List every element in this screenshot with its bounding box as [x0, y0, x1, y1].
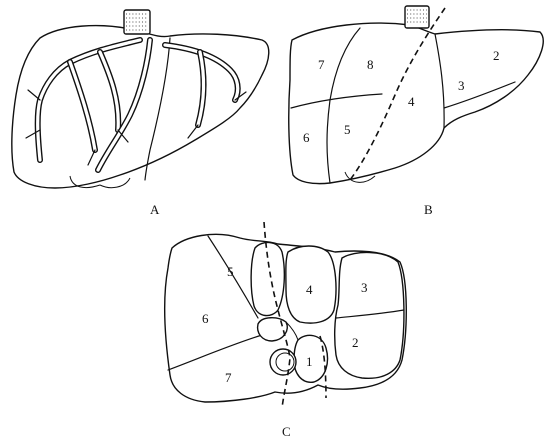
panel-c-segment-3: 3 [361, 280, 368, 295]
panel-c-vena-cava [269, 348, 297, 376]
panel-c-caudate-1 [293, 334, 329, 383]
panel-b-liver-outline [288, 22, 544, 185]
panel-c-segment-7: 7 [225, 370, 232, 385]
panel-a-vena-cava [123, 9, 151, 35]
panel-a-liver-outline [11, 24, 270, 189]
panel-c-segment-4: 4 [306, 282, 313, 297]
panel-b-segment-6: 6 [303, 130, 310, 145]
panel-c-label: C [282, 424, 291, 439]
panel-b-vena-cava [404, 5, 430, 29]
panel-a-drawing [11, 9, 270, 189]
panel-b-dashed-line [349, 7, 446, 181]
panel-b-segment-2: 2 [493, 48, 500, 63]
panel-c-segment-2: 2 [352, 335, 359, 350]
panel-b-segment-3: 3 [458, 78, 465, 93]
panel-c-segment-6: 6 [202, 311, 209, 326]
panel-c-dashed-line-left [263, 221, 291, 409]
panel-a-label: A [150, 202, 160, 217]
panel-b-segment-8: 8 [367, 57, 374, 72]
panel-c-segment-5: 5 [227, 264, 234, 279]
panel-b-drawing [288, 5, 544, 185]
panel-c-left-lobe [333, 251, 405, 379]
panel-b-label: B [424, 202, 433, 217]
panel-c-drawing [163, 221, 407, 409]
panel-b-segment-4: 4 [408, 94, 415, 109]
panel-c-segment-1: 1 [306, 354, 313, 369]
panel-c-lobe-4 [285, 245, 337, 324]
panel-b-segment-5: 5 [344, 122, 351, 137]
panel-c-bulb-5 [250, 241, 286, 317]
panel-c-caudate-process [256, 317, 288, 342]
panel-b-segment-7: 7 [318, 57, 325, 72]
panel-c-dashed-line-right [319, 335, 327, 399]
